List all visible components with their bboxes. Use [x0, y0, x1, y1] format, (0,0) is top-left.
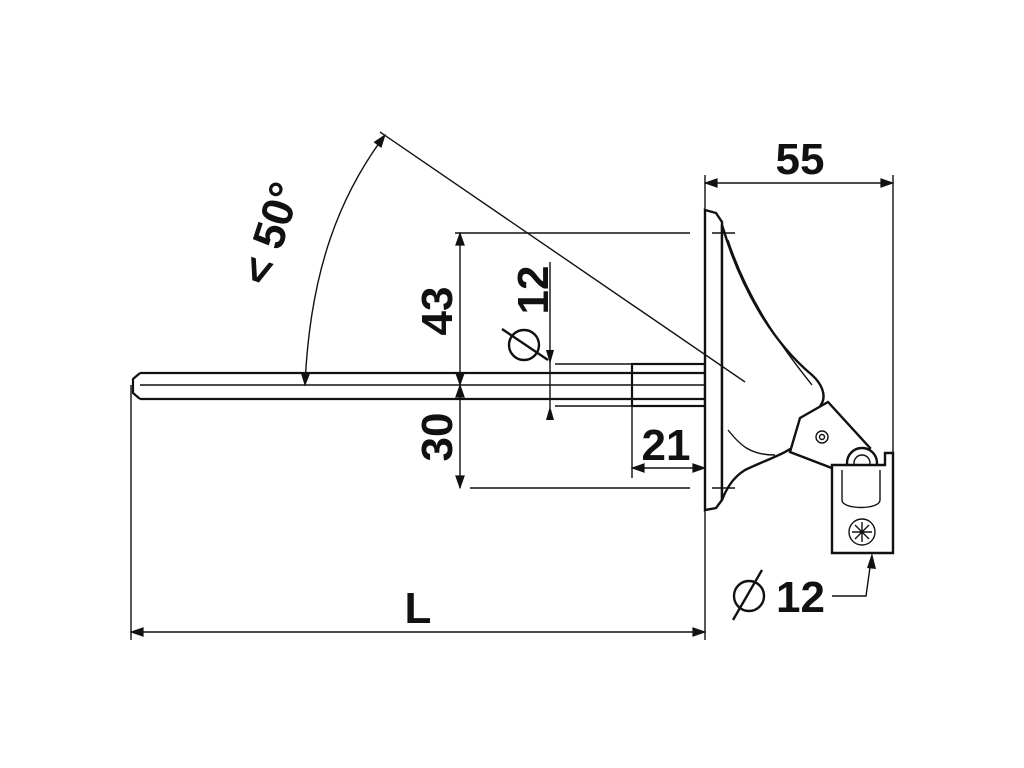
extension-lines [130, 131, 894, 640]
dimension-ball-diameter: 12 [731, 553, 876, 622]
label-21: 21 [642, 421, 691, 470]
shank [131, 371, 705, 401]
handle [703, 208, 895, 555]
dimension-43-30: 43 30 [413, 231, 465, 490]
label-angle: < 50° [232, 176, 311, 290]
label-ball-diameter: 12 [776, 573, 825, 622]
label-L: L [405, 584, 432, 633]
dimension-L: L [129, 584, 707, 637]
label-shank-diameter: 12 [509, 266, 558, 315]
diameter-icon [501, 328, 549, 362]
diameter-icon [731, 569, 766, 621]
label-55: 55 [776, 135, 825, 184]
dimension-shank-diameter: 12 [501, 262, 558, 420]
dimension-55: 55 [703, 135, 895, 188]
dimension-angle: < 50° [232, 133, 386, 387]
label-30: 30 [413, 413, 462, 462]
dimension-21: 21 [630, 421, 707, 473]
label-43: 43 [413, 287, 462, 336]
